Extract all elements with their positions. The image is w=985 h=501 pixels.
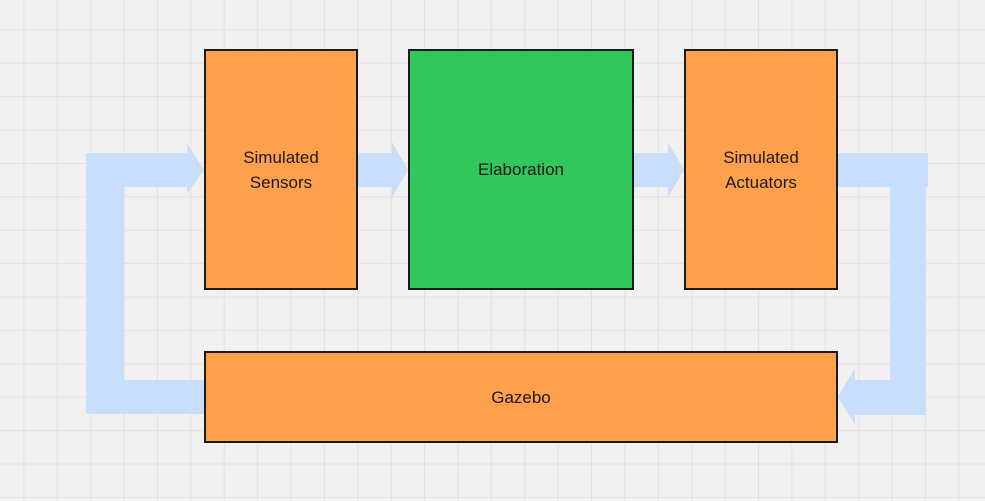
elaboration-block: Elaboration xyxy=(408,49,634,290)
simulated-sensors-block: Simulated Sensors xyxy=(204,49,358,290)
arrow-gazebo-to-sensors xyxy=(86,143,204,414)
gazebo-label: Gazebo xyxy=(491,387,551,407)
arrow-actuators-to-gazebo xyxy=(838,153,928,425)
arrow-sensors-to-elaboration xyxy=(358,142,408,197)
arrow-elaboration-to-actuators xyxy=(634,142,684,197)
elaboration-label: Elaboration xyxy=(477,160,564,179)
simulated-sensors-label: Simulated Sensors xyxy=(243,147,319,192)
simulated-actuators-label: Simulated Actuators xyxy=(723,147,799,192)
simulated-actuators-block: Simulated Actuators xyxy=(684,49,838,290)
gazebo-block: Gazebo xyxy=(204,351,838,443)
